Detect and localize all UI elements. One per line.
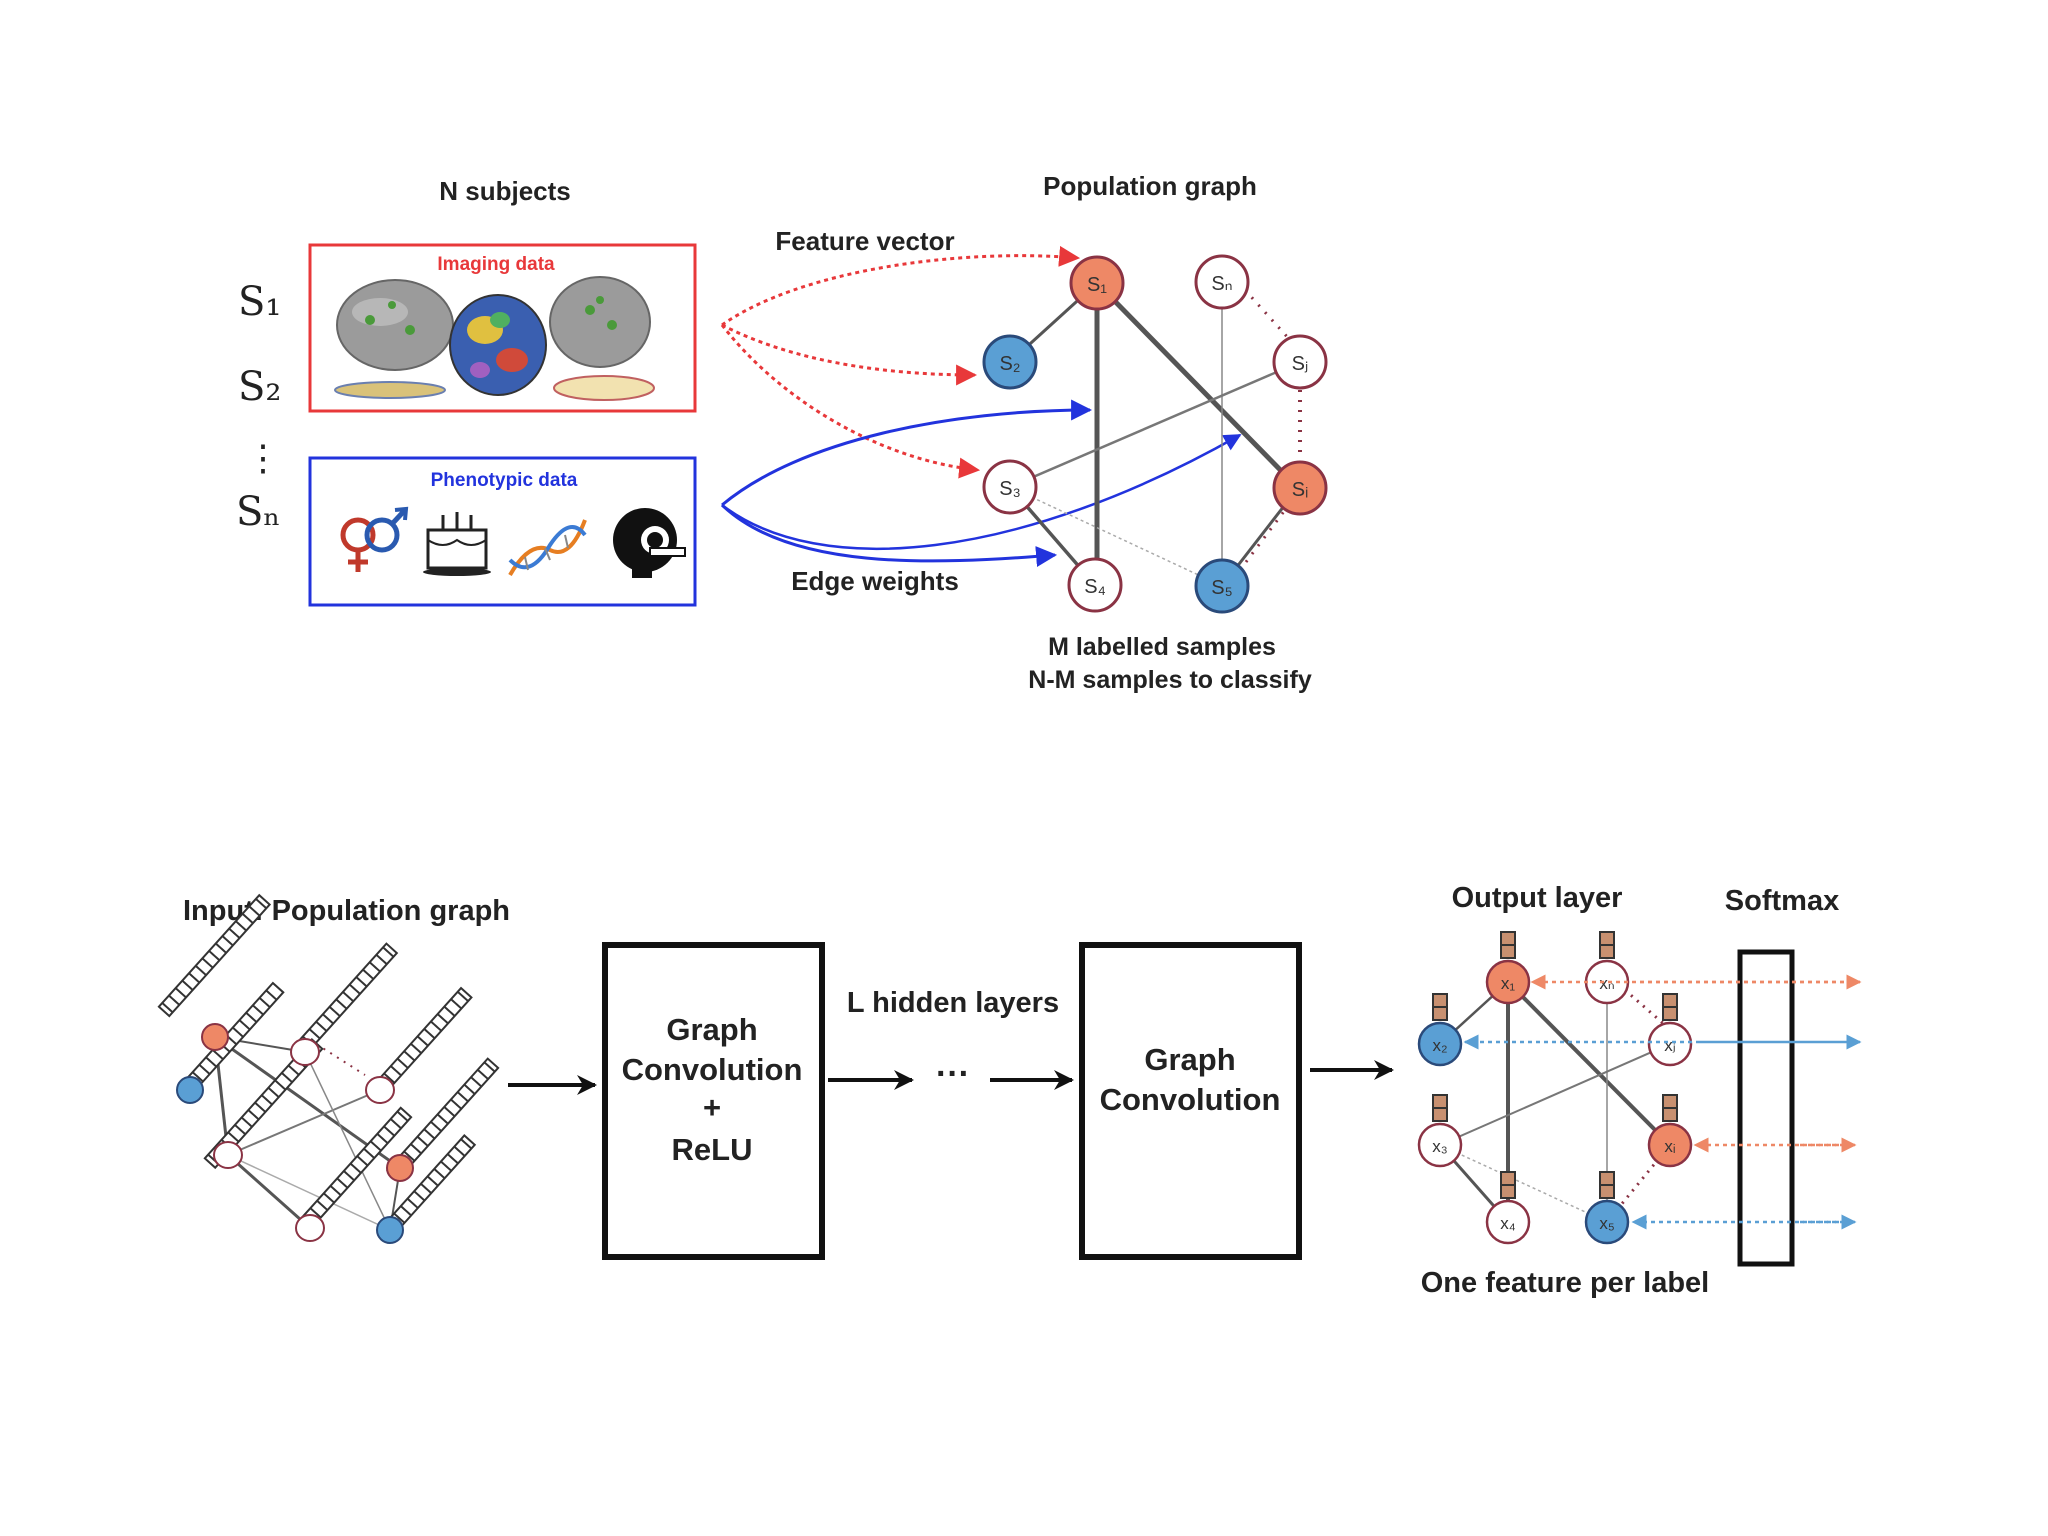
- subject-label-dots: ⋮: [245, 438, 281, 479]
- svg-text:S₂: S₂: [999, 353, 1020, 375]
- svg-text:S₅: S₅: [1211, 577, 1232, 599]
- brain-image-3: [549, 276, 655, 401]
- node-sj: Sⱼ: [1272, 334, 1328, 390]
- hidden-layers-label: L hidden layers: [847, 987, 1059, 1019]
- out-node-xn: xₙ: [1584, 959, 1630, 1005]
- node-s3: S₃: [982, 459, 1038, 515]
- subject-label-s2: S₂: [238, 364, 281, 410]
- out-node-x1: x₁: [1485, 959, 1531, 1005]
- edge-weights-arrows: [720, 399, 1242, 567]
- out-node-xi: xᵢ: [1647, 1122, 1693, 1168]
- svg-text:Graph: Graph: [666, 1012, 757, 1047]
- node-s5: S₅: [1194, 558, 1250, 614]
- svg-text:x₅: x₅: [1599, 1214, 1614, 1233]
- mri-scanner-icon: [613, 508, 686, 578]
- out-node-x3: x₃: [1417, 1122, 1463, 1168]
- out-node-x2: x₂: [1417, 1021, 1463, 1067]
- ellipsis: ···: [936, 1055, 970, 1093]
- svg-text:xⱼ: xⱼ: [1664, 1036, 1675, 1055]
- out-node-xj: xⱼ: [1647, 1021, 1693, 1067]
- node-s4: S₄: [1067, 557, 1123, 613]
- feature-vector-label: Feature vector: [775, 226, 954, 256]
- caption-labelled: M labelled samples: [1048, 633, 1276, 661]
- svg-text:Convolution: Convolution: [622, 1052, 803, 1087]
- n-subjects-label: N subjects: [439, 176, 571, 206]
- softmax-label: Softmax: [1725, 885, 1839, 917]
- subject-label-sn: Sₙ: [236, 489, 281, 535]
- imaging-data-box: Imaging data: [308, 243, 697, 413]
- svg-text:S₃: S₃: [999, 478, 1020, 500]
- output-graph: x₁ x₂ x₃ x₄ x₅ xₙ xⱼ xᵢ: [1417, 931, 1693, 1245]
- node-s1: S₁: [1069, 255, 1125, 311]
- output-feature-bars: [1432, 931, 1678, 1199]
- svg-text:+: +: [703, 1090, 721, 1125]
- output-layer-label: Output layer: [1452, 882, 1623, 914]
- caption-to-classify: N-M samples to classify: [1028, 666, 1312, 694]
- out-node-x5: x₅: [1584, 1199, 1630, 1245]
- birthday-cake-icon: [423, 512, 491, 576]
- softmax-box: [1737, 949, 1795, 1267]
- input-population-graph-label: Input: Population graph: [183, 895, 510, 927]
- out-node-x4: x₄: [1485, 1199, 1531, 1245]
- svg-text:Sₙ: Sₙ: [1211, 273, 1232, 295]
- dna-icon: [508, 519, 587, 576]
- svg-text:x₃: x₃: [1432, 1137, 1447, 1156]
- node-sn: Sₙ: [1194, 254, 1250, 310]
- node-s2: S₂: [982, 334, 1038, 390]
- input-graph: [157, 893, 500, 1244]
- node-si: Sᵢ: [1272, 460, 1328, 516]
- subject-labels: S₁ S₂ ⋮ Sₙ: [236, 279, 281, 535]
- gender-icon: [340, 506, 409, 572]
- svg-text:xᵢ: xᵢ: [1664, 1137, 1675, 1156]
- population-graph-title: Population graph: [1043, 171, 1257, 201]
- svg-text:Sⱼ: Sⱼ: [1292, 353, 1309, 375]
- softmax-arrows: [1463, 974, 1862, 1230]
- svg-text:S₄: S₄: [1084, 576, 1106, 598]
- feature-vector-arrows: [720, 245, 1081, 479]
- svg-text:x₂: x₂: [1432, 1036, 1447, 1055]
- svg-text:ReLU: ReLU: [672, 1132, 753, 1167]
- imaging-data-title: Imaging data: [437, 254, 555, 275]
- svg-text:xₙ: xₙ: [1599, 974, 1614, 993]
- phenotypic-data-box: Phenotypic data: [308, 456, 697, 607]
- brain-image-1: [334, 279, 454, 399]
- edge-weights-label: Edge weights: [791, 566, 959, 596]
- svg-text:Convolution: Convolution: [1100, 1082, 1281, 1117]
- subject-label-s1: S₁: [238, 279, 281, 325]
- svg-text:S₁: S₁: [1087, 274, 1107, 296]
- phenotypic-data-title: Phenotypic data: [431, 470, 578, 491]
- svg-text:x₄: x₄: [1500, 1214, 1516, 1233]
- population-graph: S₁ S₂ S₃ S₄ S₅ Sₙ Sⱼ Sᵢ: [982, 254, 1328, 614]
- svg-text:Sᵢ: Sᵢ: [1292, 479, 1308, 501]
- graph-convolution-block: Graph Convolution: [1079, 942, 1302, 1260]
- svg-text:Graph: Graph: [1144, 1042, 1235, 1077]
- graph-convolution-relu-block: Graph Convolution + ReLU: [602, 942, 825, 1260]
- one-feature-per-label: One feature per label: [1421, 1267, 1710, 1299]
- svg-text:x₁: x₁: [1501, 974, 1516, 993]
- brain-image-2: [449, 294, 547, 396]
